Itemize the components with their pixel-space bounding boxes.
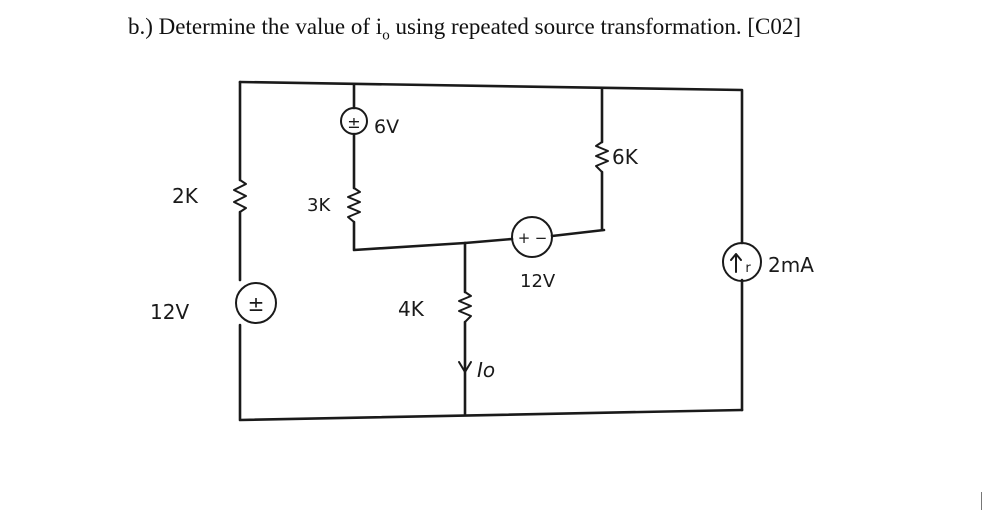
label-3k: 3K bbox=[307, 195, 331, 216]
question-text: b.) Determine the value of io using repe… bbox=[128, 14, 801, 45]
current-source-symbol: r bbox=[745, 261, 751, 276]
source-12v-mid-plus: + bbox=[518, 229, 531, 247]
current-source-2ma: r bbox=[722, 242, 762, 282]
resistor-6k bbox=[595, 141, 609, 173]
question-subscript: o bbox=[382, 27, 390, 44]
label-12v-left: 12V bbox=[150, 300, 189, 324]
source-6v-polarity: ± bbox=[347, 113, 360, 132]
source-12v-mid-minus: − bbox=[535, 229, 548, 247]
label-6k: 6K bbox=[612, 145, 639, 169]
voltage-source-12v-left: ± bbox=[235, 282, 277, 324]
source-12v-left-polarity: ± bbox=[248, 292, 265, 316]
resistor-3k bbox=[347, 187, 361, 223]
question-suffix: using repeated source transformation. [C… bbox=[389, 14, 802, 39]
label-12v-mid: 12V bbox=[520, 271, 556, 292]
voltage-source-6v: ± bbox=[340, 107, 368, 135]
label-2k: 2K bbox=[172, 184, 199, 208]
label-io: Io bbox=[477, 358, 495, 382]
question-prefix: b.) Determine the value of i bbox=[128, 14, 383, 39]
wires bbox=[238, 80, 744, 422]
resistor-4k bbox=[458, 291, 472, 323]
label-6v: 6V bbox=[374, 116, 399, 138]
text-cursor bbox=[981, 492, 982, 510]
label-4k: 4K bbox=[398, 297, 425, 321]
resistor-2k bbox=[233, 179, 247, 213]
current-arrow-io bbox=[458, 361, 472, 373]
voltage-source-12v-mid: + − bbox=[511, 216, 553, 258]
label-2ma: 2mA bbox=[768, 253, 814, 277]
